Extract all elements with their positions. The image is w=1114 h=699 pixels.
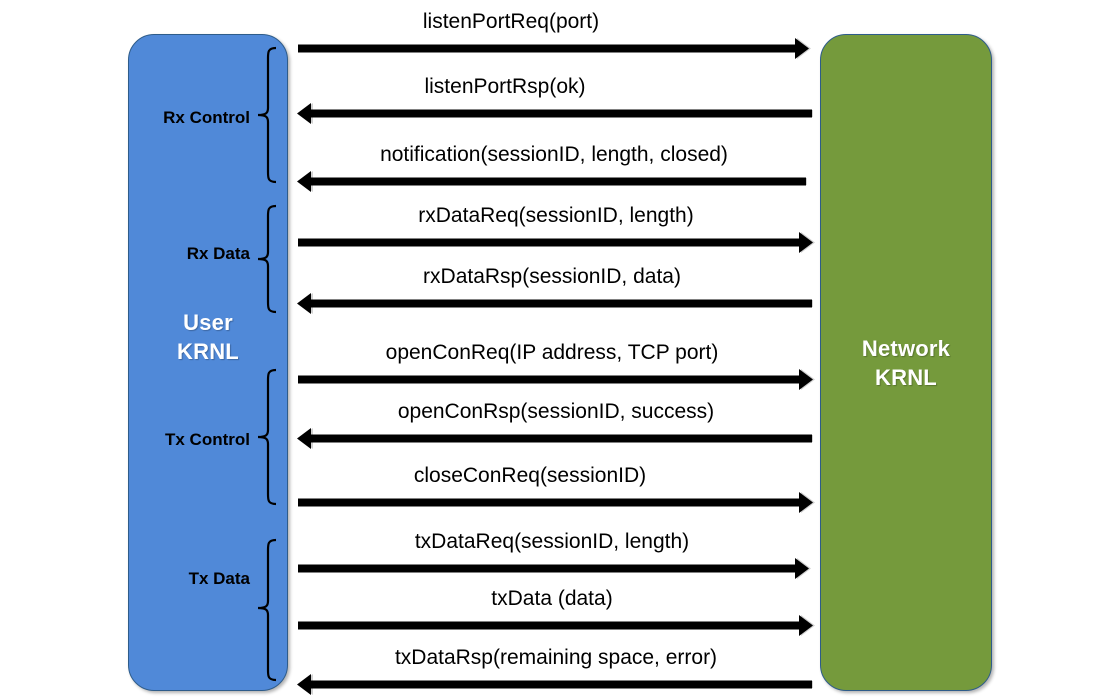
- message-arrow-left[interactable]: [296, 674, 814, 695]
- message-label: openConReq(IP address, TCP port): [385, 341, 719, 364]
- message-label: closeConReq(sessionID): [413, 464, 647, 487]
- message-label: openConRsp(sessionID, success): [397, 400, 715, 423]
- lifeline-network-krnl[interactable]: Network KRNL: [820, 34, 992, 691]
- message-label: listenPortReq(port): [422, 10, 600, 33]
- message-label: txDataRsp(remaining space, error): [394, 646, 718, 669]
- message-label: rxDataRsp(sessionID, data): [423, 265, 681, 288]
- message-label: txData (data): [491, 587, 613, 610]
- message-label: rxDataReq(sessionID, length): [418, 204, 694, 227]
- group-label-tx-control: Tx Control: [165, 430, 250, 449]
- message-arrow-right[interactable]: [298, 492, 816, 513]
- message-label: txDataReq(sessionID, length): [414, 530, 690, 553]
- message-label: listenPortRsp(ok): [424, 75, 586, 98]
- lifeline-user-krnl[interactable]: User KRNL: [128, 34, 288, 691]
- message-arrow-left[interactable]: [296, 103, 814, 124]
- group-label-tx-data: Tx Data: [188, 569, 250, 588]
- lifeline-user-krnl-label: User KRNL: [177, 309, 239, 364]
- message-label: notification(sessionID, length, closed): [380, 143, 728, 166]
- message-arrow-left[interactable]: [296, 293, 814, 314]
- message-arrow-right[interactable]: [298, 232, 816, 253]
- message-arrow-right[interactable]: [298, 369, 816, 390]
- message-arrow-right[interactable]: [298, 558, 812, 579]
- lifeline-network-krnl-label: Network KRNL: [861, 335, 951, 390]
- message-arrow-right[interactable]: [298, 615, 816, 636]
- group-label-rx-data: Rx Data: [186, 244, 250, 263]
- message-arrow-left[interactable]: [296, 428, 814, 449]
- message-arrow-right[interactable]: [298, 38, 812, 59]
- group-label-rx-control: Rx Control: [163, 108, 250, 127]
- message-arrow-left[interactable]: [296, 171, 808, 192]
